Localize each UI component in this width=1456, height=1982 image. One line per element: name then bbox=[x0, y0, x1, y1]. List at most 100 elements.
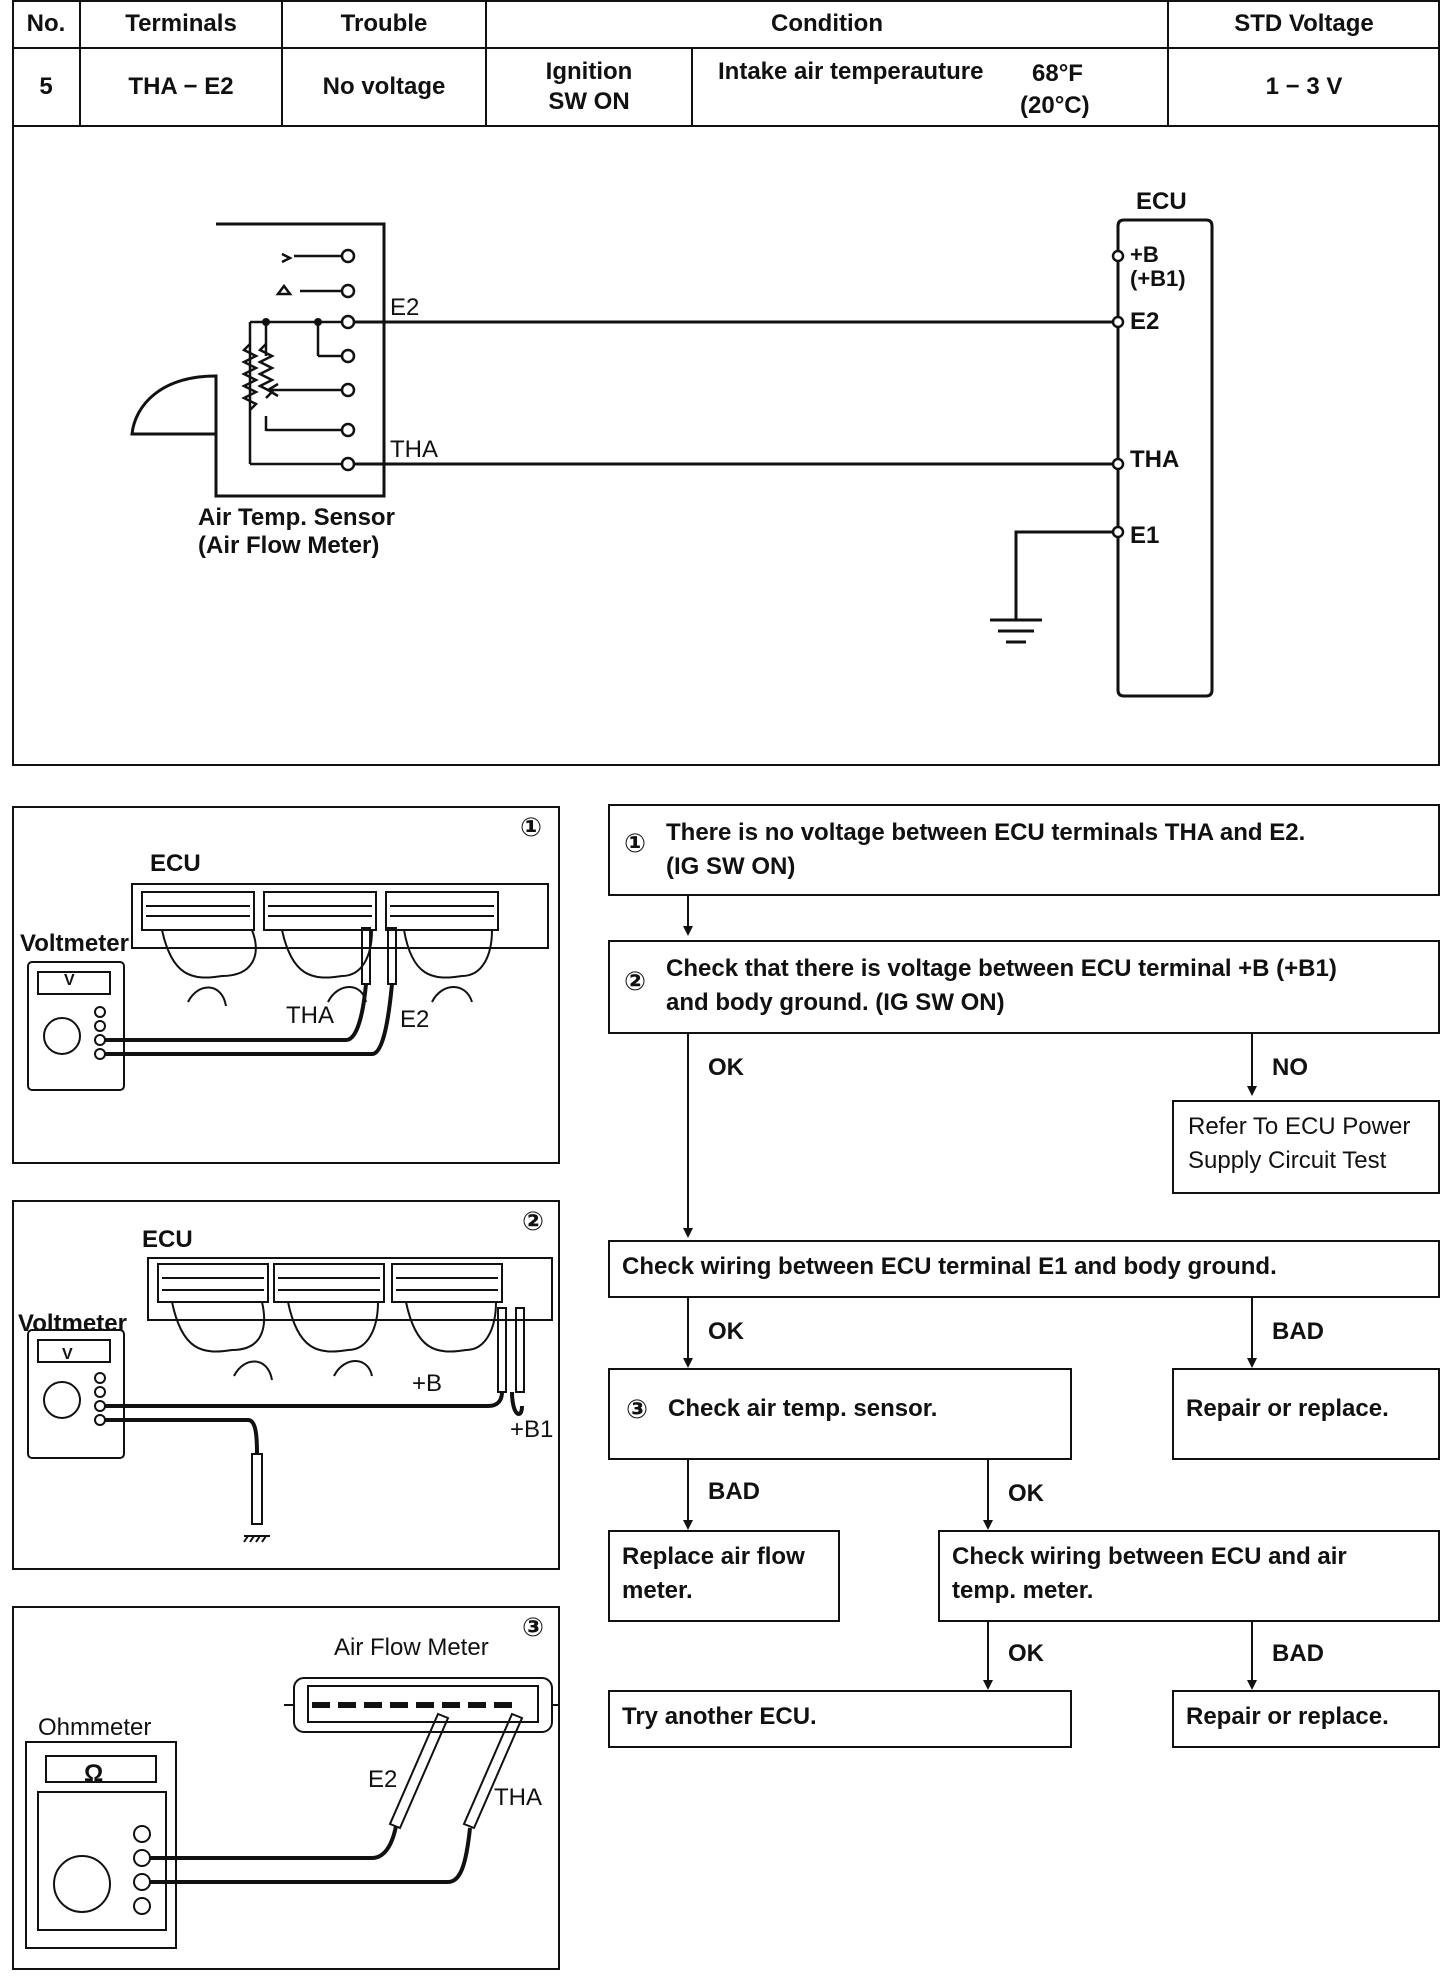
flow-power-ref: Refer To ECU Power Supply Circuit Test bbox=[1172, 1100, 1440, 1194]
fig1-meter-label: Voltmeter bbox=[20, 930, 129, 957]
flow-bad-3: BAD bbox=[1272, 1640, 1324, 1667]
ecu-pin-b: +B bbox=[1130, 242, 1159, 267]
fig3-probe-e2: E2 bbox=[368, 1766, 398, 1793]
flow-power-ref-line2: Supply Circuit Test bbox=[1188, 1147, 1387, 1174]
flow-repair-1: Repair or replace. bbox=[1172, 1368, 1440, 1460]
fig2-drawing bbox=[27, 1257, 553, 1543]
header-no: No. bbox=[26, 10, 66, 37]
flow-step1-line2: (IG SW ON) bbox=[666, 853, 796, 880]
sensor-junction-dots bbox=[262, 318, 322, 326]
flow-step2: ② Check that there is voltage between EC… bbox=[608, 940, 1440, 1034]
fig2-ecu-body bbox=[147, 1257, 553, 1321]
flow-check-wiring-line2: temp. meter. bbox=[952, 1577, 1094, 1604]
flow-repair-2: Repair or replace. bbox=[1172, 1690, 1440, 1748]
flow-step3-text: Check air temp. sensor. bbox=[668, 1395, 938, 1422]
sensor-caption-line2: (Air Flow Meter) bbox=[198, 532, 380, 559]
fig3-drawing bbox=[25, 1677, 560, 1949]
flow-power-ref-line1: Refer To ECU Power bbox=[1188, 1113, 1411, 1140]
fig3-ohmmeter-body bbox=[25, 1741, 177, 1949]
fig3-number: ③ bbox=[522, 1612, 545, 1642]
ecu-pin-e1: E1 bbox=[1130, 522, 1160, 549]
flow-ok-4: OK bbox=[1008, 1640, 1044, 1667]
circuit-ecu-title: ECU bbox=[1136, 188, 1187, 215]
ecu-pin-b1: (+B1) bbox=[1130, 266, 1186, 291]
fig1-ecu-label: ECU bbox=[150, 850, 201, 877]
flow-replace-afm-line2: meter. bbox=[622, 1577, 693, 1604]
flow-ok-2: OK bbox=[708, 1318, 744, 1345]
flow-step2-number: ② bbox=[624, 966, 647, 996]
row-no: 5 bbox=[39, 73, 53, 100]
ground-symbol bbox=[990, 530, 1113, 644]
illustration-fig3 bbox=[12, 1606, 560, 1970]
condition-temp-c: (20°C) bbox=[1020, 92, 1090, 119]
header-std-voltage: STD Voltage bbox=[1234, 10, 1374, 37]
ecu-pin-tha: THA bbox=[1130, 446, 1180, 473]
flow-try-ecu: Try another ECU. bbox=[608, 1690, 1072, 1748]
fig1-probe-tha: THA bbox=[286, 1002, 334, 1029]
fig1-probe-e2: E2 bbox=[400, 1006, 430, 1033]
fig3-meter-label: Ohmmeter bbox=[38, 1714, 152, 1741]
flow-bad-1: BAD bbox=[1272, 1318, 1324, 1345]
flow-step2-line2: and body ground. (IG SW ON) bbox=[666, 989, 1005, 1016]
signal-wires bbox=[354, 320, 1112, 466]
flow-step3: ③ Check air temp. sensor. bbox=[608, 1368, 1072, 1460]
flow-repair-1-text: Repair or replace. bbox=[1186, 1395, 1389, 1422]
condition-ignition-line2: SW ON bbox=[548, 88, 630, 115]
fig2-ecu-label: ECU bbox=[142, 1226, 193, 1253]
row-std-voltage: 1 − 3 V bbox=[1265, 73, 1343, 100]
flow-check-e1-text: Check wiring between ECU terminal E1 and… bbox=[622, 1253, 1277, 1280]
flow-step1-line1: There is no voltage between ECU terminal… bbox=[666, 819, 1306, 846]
fig2-voltmeter-body bbox=[27, 1329, 125, 1459]
flow-repair-2-text: Repair or replace. bbox=[1186, 1703, 1389, 1730]
ecu-pin-e2: E2 bbox=[1130, 308, 1160, 335]
fig1-meter-face: V bbox=[64, 972, 75, 989]
flow-no-1: NO bbox=[1272, 1054, 1308, 1081]
fig1-ecu-body bbox=[131, 883, 549, 949]
table-grid bbox=[12, 0, 1440, 127]
fig3-meter-face: Ω bbox=[84, 1760, 104, 1787]
ecu-block bbox=[1116, 218, 1214, 698]
header-terminals: Terminals bbox=[125, 10, 237, 37]
fig1-drawing bbox=[27, 883, 549, 1091]
flow-bad-2: BAD bbox=[708, 1478, 760, 1505]
sensor-terminals bbox=[340, 248, 356, 472]
flow-step1-number: ① bbox=[624, 828, 647, 858]
sensor-pin-e2: E2 bbox=[390, 294, 420, 321]
flow-ok-1: OK bbox=[708, 1054, 744, 1081]
flow-check-wiring: Check wiring between ECU and air temp. m… bbox=[938, 1530, 1440, 1622]
header-condition: Condition bbox=[771, 10, 883, 37]
fig2-meter-label: Voltmeter bbox=[18, 1310, 127, 1337]
condition-ignition-line1: Ignition bbox=[545, 58, 633, 85]
row-trouble: No voltage bbox=[322, 73, 446, 100]
fig1-voltmeter-body bbox=[27, 961, 125, 1091]
flow-try-ecu-text: Try another ECU. bbox=[622, 1703, 817, 1730]
row-condition-ignition: Ignition SW ON bbox=[486, 48, 692, 126]
flow-ok-3: OK bbox=[1008, 1480, 1044, 1507]
fig3-device-label: Air Flow Meter bbox=[334, 1634, 489, 1661]
flow-step2-line1: Check that there is voltage between ECU … bbox=[666, 955, 1337, 982]
flow-check-e1: Check wiring between ECU terminal E1 and… bbox=[608, 1240, 1440, 1298]
fig2-meter-face: V bbox=[62, 1346, 73, 1363]
condition-intake-label: Intake air temperauture bbox=[718, 58, 984, 85]
row-terminals: THA − E2 bbox=[128, 73, 234, 100]
fig3-probe-tha: THA bbox=[494, 1784, 542, 1811]
sensor-internal-wiring bbox=[241, 252, 342, 466]
sensor-caption-line1: Air Temp. Sensor bbox=[198, 504, 395, 531]
header-trouble: Trouble bbox=[340, 10, 428, 37]
illustration-fig2 bbox=[12, 1200, 560, 1570]
flow-replace-afm: Replace air flow meter. bbox=[608, 1530, 840, 1622]
circuit-diagram bbox=[130, 218, 1214, 698]
fig2-probe-b: +B bbox=[412, 1370, 443, 1397]
condition-temp-f: 68°F bbox=[1032, 60, 1083, 87]
fig2-probe-b1: +B1 bbox=[510, 1416, 554, 1443]
sensor-pin-tha: THA bbox=[390, 436, 438, 463]
fig2-number: ② bbox=[522, 1206, 545, 1236]
illustration-fig1 bbox=[12, 806, 560, 1164]
flow-replace-afm-line1: Replace air flow bbox=[622, 1543, 805, 1570]
flow-check-wiring-line1: Check wiring between ECU and air bbox=[952, 1543, 1347, 1570]
flow-step1: ① There is no voltage between ECU termin… bbox=[608, 804, 1440, 896]
sensor-housing bbox=[130, 222, 386, 498]
ecu-pins bbox=[1111, 249, 1125, 539]
fig1-number: ① bbox=[520, 812, 543, 842]
